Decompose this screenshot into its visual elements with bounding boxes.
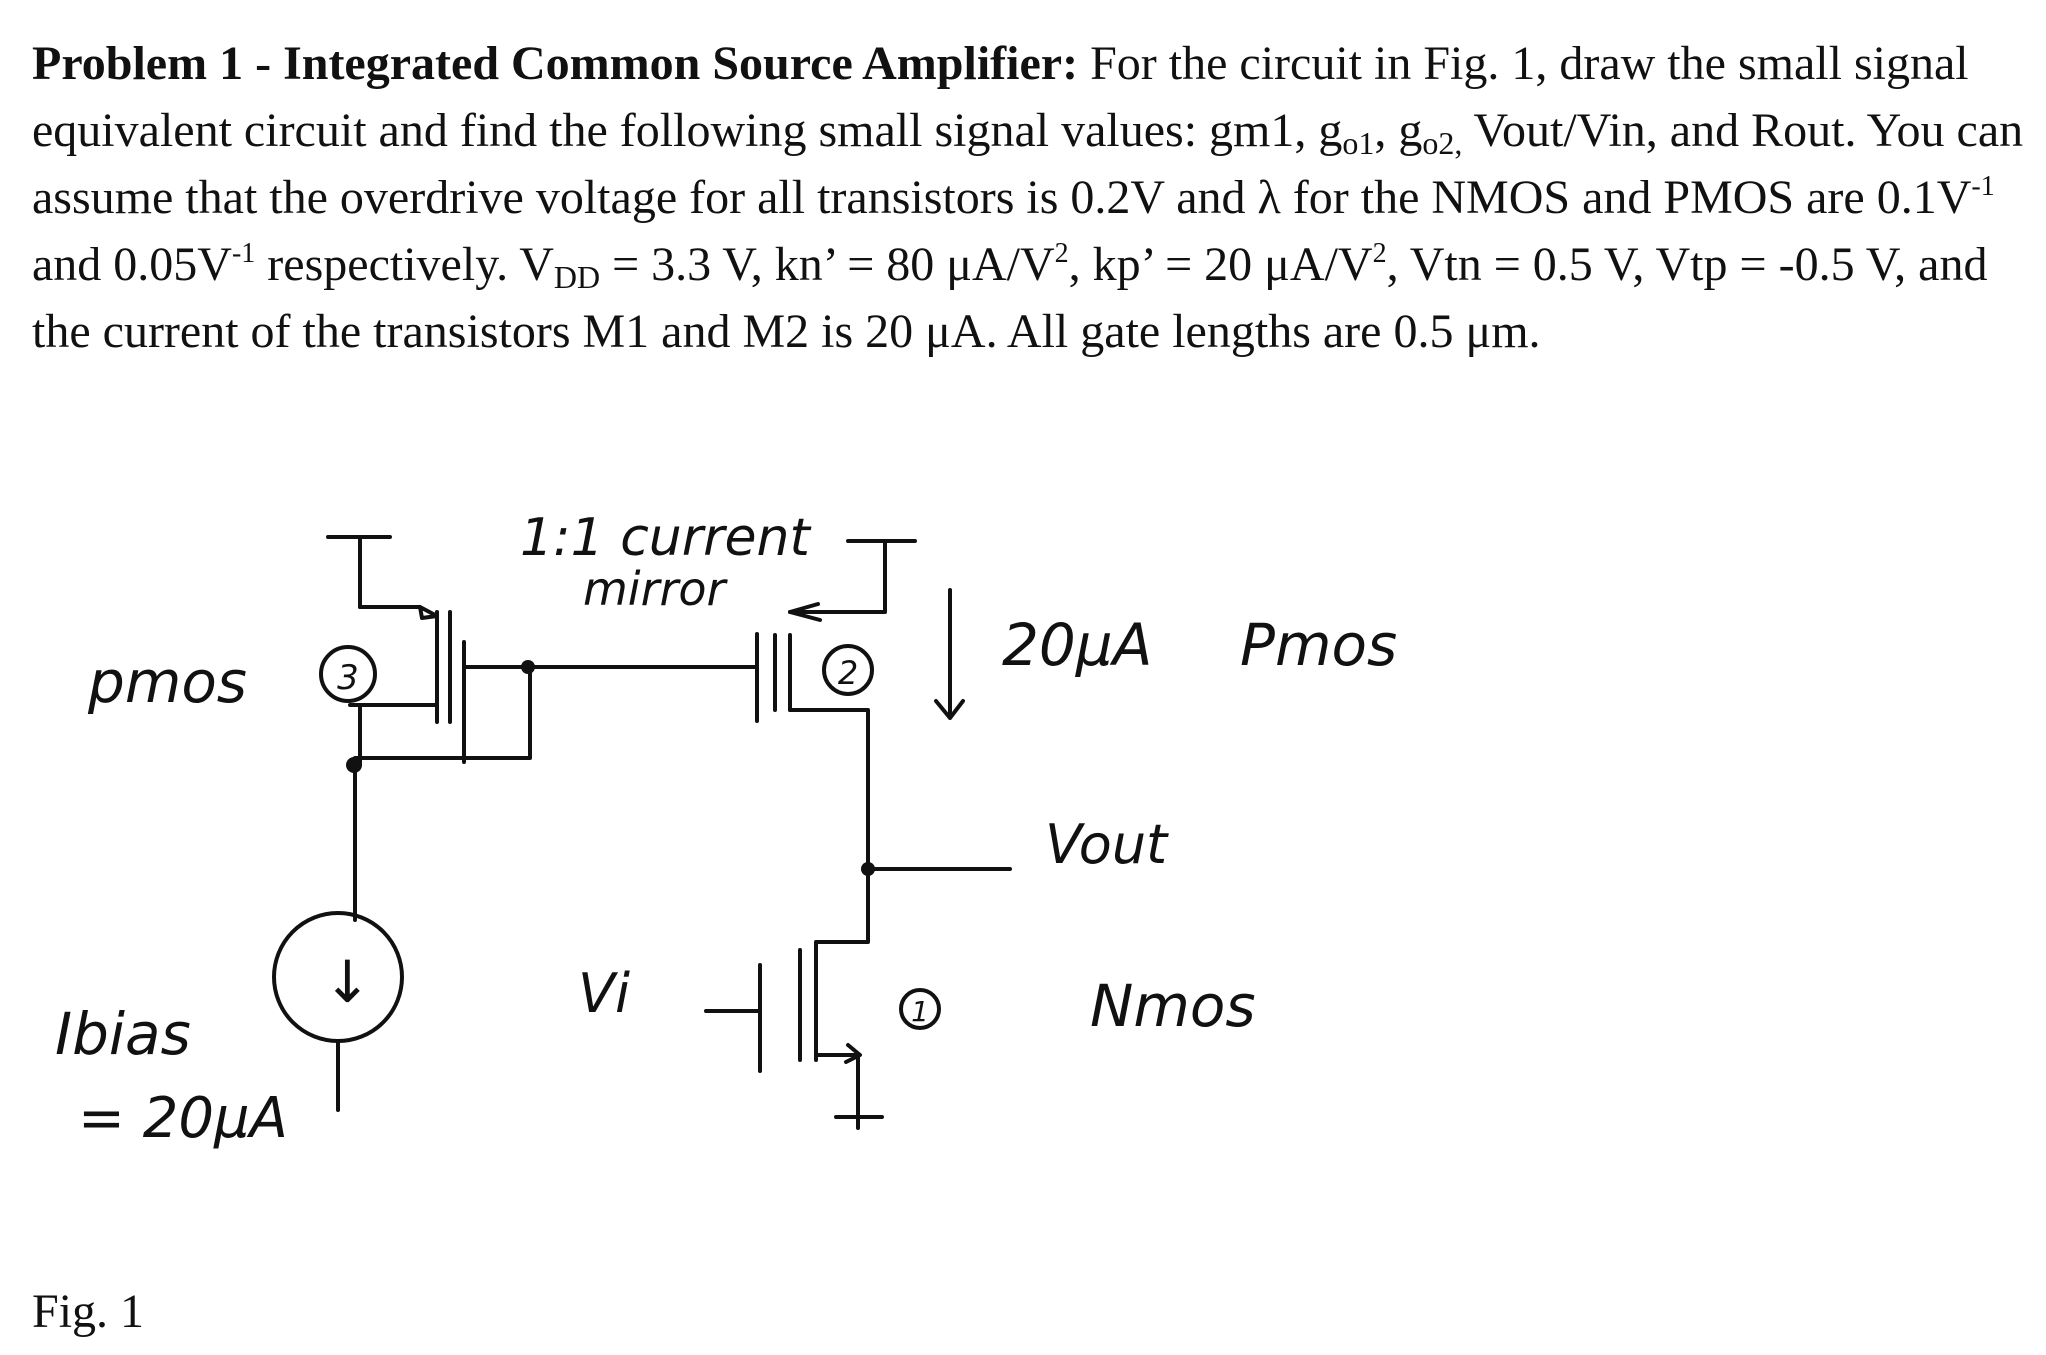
problem-text-4: and 0.05V [32,238,232,291]
problem-text-3: Vout/Vin, and Rout. You can assume that … [32,104,2024,224]
supply-current-label: 20μA [1002,611,1152,679]
figure-caption: Fig. 1 [32,1285,145,1338]
m3-number-circle [319,645,377,703]
pmos-lambda-exponent: -1 [231,238,256,269]
nmos-lambda-exponent: -1 [1971,171,1995,202]
m3-supply-symbol [326,535,392,609]
vin-label: Vi [578,962,630,1025]
current-arrow-right [934,588,965,720]
m1-channel [798,948,818,1062]
ibias-value-label: = 20μA [78,1086,288,1151]
mirror-label-line-2: mirror [583,562,729,616]
m2-drain-output-line [788,708,870,871]
problem-text-6: = 3.3 V, kn’ = 80 μA/V [600,238,1055,291]
ibias-direction-arrow: ↓ [323,948,372,1016]
m2-number-circle [822,644,874,696]
m1-gate [704,963,762,1073]
kp-exponent: 2 [1372,238,1387,269]
m3-node-dot [346,757,362,773]
ibias-label: Ibias [55,1000,191,1068]
problem-text-2: , g [1374,104,1423,157]
m2-number: 2 [838,654,858,692]
go1-subscript: o1 [1342,125,1375,161]
m2-source-lead [788,539,917,614]
vout-node-dot [861,862,875,876]
m3-number: 3 [337,658,359,698]
m3-drain-body-links [348,703,439,767]
problem-statement: Problem 1 - Integrated Common Source Amp… [32,30,2032,365]
vout-label: Vout [1045,813,1169,876]
m1-source-arrow [814,1043,862,1064]
ground-symbol [834,1053,884,1130]
go2-subscript: o2, [1422,125,1463,161]
problem-text-8: , Vtn = 0.5 V, Vtp = -0.5 V, and the cur… [32,238,1988,358]
m1-number-circle [899,988,941,1030]
m3-channel [435,610,452,724]
problem-text-5: respectively. V [255,238,554,291]
kn-exponent: 2 [1054,238,1069,269]
vdd-subscript: DD [553,259,601,295]
m3-gate [462,640,538,764]
problem-text-1: For the circuit in Fig. 1, draw the smal… [32,37,1969,157]
nmos-label: Nmos [1090,972,1256,1040]
problem-heading: Problem 1 - Integrated Common Source Amp… [32,37,1079,90]
m1-drain-line [814,867,870,1057]
m1-number: 1 [911,995,929,1028]
figure-background [30,468,1440,1243]
m2-channel [773,633,792,712]
gate-node-dot [521,660,535,674]
pmos-left-label: pmos [87,648,247,716]
mirror-label-line-1: 1:1 current [520,508,811,568]
problem-text-7: , kp’ = 20 μA/V [1068,238,1373,291]
m3-diode-connection [353,665,532,760]
m2-source-arrow [788,602,822,622]
m3-source-lead [358,605,439,620]
pmos-right-label: Pmos [1240,611,1397,679]
